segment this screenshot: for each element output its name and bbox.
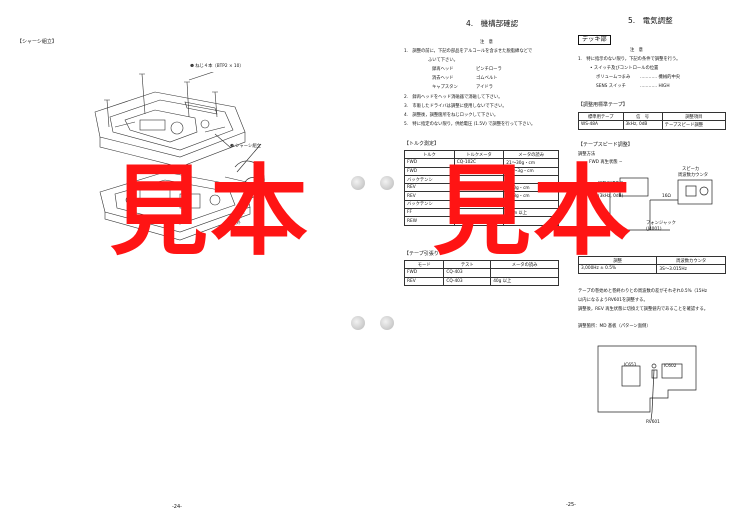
note-5: 5. 特に指定のない限り，供給電圧 (1.5V) で調整を行って下さい。 — [404, 122, 536, 127]
binder-hole-top-right — [380, 176, 394, 190]
table-cell: CQ-403 — [443, 268, 492, 278]
callout-spring: スピー — [232, 212, 245, 217]
test-tape-table: 標準用テープ 信 号 調整項目 WS-48A 3kHz, 0dB テープスピード… — [578, 111, 727, 130]
board-label-rv601: RV601 — [646, 420, 660, 425]
body-text-line: 以内になるようRV601を調整する。 — [578, 298, 648, 303]
condition-value: ………… HIGH — [640, 84, 670, 89]
diagram-label-speaker: スピーカ — [682, 167, 700, 172]
deck-section-label: デッキ部 — [578, 35, 611, 46]
notes-header: 注 意 — [480, 40, 493, 45]
tape-tension-label: 【テープ引張り — [404, 251, 439, 257]
right-note-1: 1. 特に指示のない限り，下記の条件で調整を行う。 — [578, 57, 681, 62]
condition-value: ………… 機械的中央 — [640, 75, 681, 80]
torque-label: 【トルク測定】 — [404, 141, 440, 147]
callout-screws: ❶ ねじ４本（BTP2 × 10） — [190, 64, 244, 69]
table-header-row: 標準用テープ 信 号 調整項目 — [578, 111, 727, 122]
table-cell: 3,000Hz ± 0.5% — [577, 264, 658, 274]
md-board-diagram — [597, 345, 697, 420]
part-name: 録再ヘッド — [432, 67, 454, 72]
sample-stamp-right: 見本 — [433, 155, 634, 269]
note-1-cont: ふいて下さい。 — [428, 58, 458, 63]
part-name: キャプスタン — [432, 85, 458, 90]
callout-chassis: ❷ シャーシ組立 — [230, 144, 261, 149]
body-text-line: 調整後，REV 再生状態に切換えて調整値内であることを確認する。 — [578, 307, 709, 312]
part-name: アイドラ — [476, 85, 493, 90]
note-3: 3. 市販したドライバは調整に使用しないで下さい。 — [404, 104, 507, 109]
part-name: 消去ヘッド — [432, 76, 454, 81]
table-cell: REV — [403, 276, 445, 286]
frequency-table: 調整 周波数カウンタ 3,000Hz ± 0.5% 3S〜3.015Hz — [577, 255, 726, 274]
table-cell — [490, 268, 559, 278]
diagram-label-counter: 周波数カウンタ — [678, 173, 709, 178]
note-4: 4. 調整後，調整箇所をねじロックして下さい。 — [404, 113, 499, 118]
table-row: 3,000Hz ± 0.5% 3S〜3.015Hz — [577, 264, 726, 274]
right-note-1-sub: • スイッチ及びコントロールの位置 — [590, 66, 659, 71]
table-header: 調整項目 — [661, 111, 727, 122]
fwd-mode: − FWD 再生状態 − — [584, 160, 623, 165]
diagram-label-ohm: 16Ω — [662, 194, 671, 199]
table-header: 標準用テープ — [578, 111, 624, 122]
page-number-left: -24- — [172, 504, 182, 510]
note-2: 2. 録再ヘッドをヘッド消磁器で消磁して下さい。 — [404, 95, 503, 100]
table-header-row: トルク トルクメータ メータの読み — [404, 149, 559, 160]
binder-hole-top-left — [351, 176, 365, 190]
table-cell — [503, 216, 559, 226]
board-label-ic602: IC602 — [664, 364, 677, 369]
adjustment-method: 調整方法 — [578, 152, 596, 157]
binder-hole-bottom-right — [380, 316, 394, 330]
board-label-ic651: IC651 — [624, 363, 637, 368]
diagram-label-jack-2: (J4001) — [646, 227, 662, 232]
notes-header-right: 注 意 — [630, 48, 643, 53]
note-1: 1. 調整の前に，下記の部品をアルコールを含ませた脱脂綿などで — [404, 49, 533, 54]
diagram-label-jack: フォンジャック — [646, 221, 676, 226]
diagram-label-tape-3: (3kHz, 0dB) — [598, 194, 624, 199]
test-tape-label: 【調整用標準テープ】 — [578, 102, 628, 108]
table-cell: 3S〜3.015Hz — [656, 264, 726, 274]
mechanism-check-title: 4. 機構部確認 — [466, 19, 519, 28]
electrical-adjustment-title: 5. 電気調整 — [628, 16, 673, 25]
part-name: ピンチローラ — [476, 67, 502, 72]
table-row: WS-48A 3kHz, 0dB テープスピード調整 — [578, 120, 727, 130]
page-number-right: -25- — [566, 502, 576, 508]
condition-name: SENS スイッチ — [596, 84, 626, 89]
body-text-line: テープの巻始めと巻終わりとの周波数の差がそれぞれ0.5%（15Hz — [578, 289, 707, 294]
sample-stamp-left: 見本 — [110, 155, 311, 269]
binder-hole-bottom-left — [351, 316, 365, 330]
callout-spring-2: を外 — [232, 221, 241, 226]
tape-speed-connection-diagram — [609, 177, 713, 231]
adjustment-location: 調整箇所：MD 基板（パターン面側） — [578, 324, 651, 329]
table-cell: FWD — [403, 268, 445, 278]
table-cell: REW — [404, 216, 455, 226]
diagram-label-tape: 調整用標準テ — [598, 182, 624, 187]
part-name: ゴムベルト — [476, 76, 498, 81]
table-cell: WS-48A — [578, 120, 624, 130]
table-cell: 3kHz, 0dB — [622, 120, 663, 130]
condition-name: ボリュームつまみ — [596, 75, 631, 80]
table-row: REW — [404, 216, 559, 226]
table-cell: 40g 以上 — [490, 276, 559, 286]
tape-speed-label: 【テープスピード調整】 — [578, 142, 633, 148]
chassis-assembly-drawing — [94, 72, 265, 241]
table-cell: CQ-403 — [443, 276, 492, 286]
table-header: 信 号 — [622, 111, 663, 122]
table-header: 周波数カウンタ — [656, 255, 726, 266]
section-label: 【シャーシ組立】 — [17, 39, 57, 45]
diagram-label-tape-2: WS-48A — [598, 188, 615, 193]
table-cell: テープスピード調整 — [661, 120, 727, 130]
